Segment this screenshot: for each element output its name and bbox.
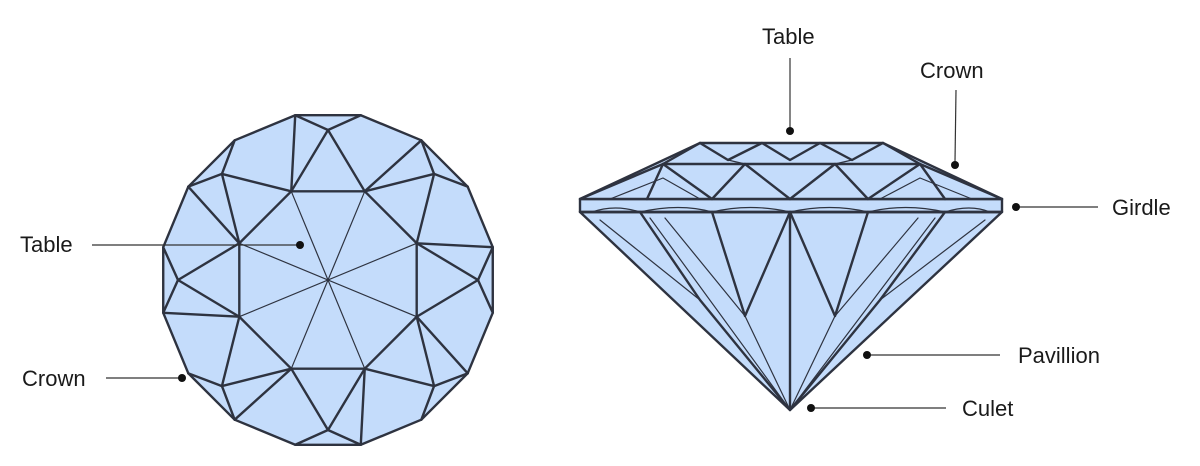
- upper-girdle-edge: [187, 372, 224, 388]
- bezel-facet-edge: [290, 114, 297, 193]
- table-edge: [363, 315, 418, 370]
- upper-girdle-edge: [420, 384, 436, 421]
- pavilion-facets: [599, 210, 986, 412]
- upper-girdle-edge: [187, 172, 224, 188]
- star-facet-edge: [220, 172, 241, 245]
- side-table-label: Table: [762, 24, 815, 49]
- girdle-band: [578, 197, 1004, 214]
- upper-girdle-edge: [220, 384, 236, 421]
- upper-girdle-edge: [294, 428, 330, 446]
- side-girdle-dot: [1012, 203, 1020, 211]
- side-table-dot: [786, 127, 794, 135]
- diamond-top-view: [162, 114, 494, 446]
- star-facet-edge: [415, 172, 436, 245]
- bezel-facet-edge: [162, 311, 241, 318]
- bezel-facet-edge: [415, 315, 469, 375]
- star-facet-edge: [220, 172, 293, 193]
- top-table-dot: [296, 241, 304, 249]
- top-crown-label: Crown: [22, 366, 86, 391]
- star-facet-edge: [415, 315, 436, 388]
- upper-girdle-edge: [162, 246, 180, 282]
- star-facet-edge: [176, 278, 241, 318]
- table-edge: [238, 315, 293, 370]
- star-facet-edge: [220, 367, 293, 388]
- side-pavillion-dot: [863, 351, 871, 359]
- side-culet-label: Culet: [962, 396, 1013, 421]
- bezel-facet-edge: [359, 367, 366, 446]
- star-facet-edge: [326, 128, 366, 193]
- table-edge: [363, 190, 418, 245]
- table-edge: [238, 190, 293, 245]
- upper-girdle-edge: [326, 428, 362, 446]
- labels: Table Crown Table Crown Girdle Pavillion…: [20, 24, 1171, 421]
- top-view-facets: [162, 114, 494, 446]
- upper-girdle-edge: [326, 114, 362, 132]
- bezel-facet-edge: [187, 185, 241, 245]
- side-crown-leader: [954, 89, 957, 163]
- star-facet-edge: [326, 367, 366, 432]
- star-facet-edge: [220, 315, 241, 388]
- star-facet-edge: [290, 367, 330, 432]
- upper-girdle-edge: [432, 372, 469, 388]
- crown-facets: [578, 141, 1004, 201]
- top-table-label: Table: [20, 232, 73, 257]
- side-culet-dot: [807, 404, 815, 412]
- upper-girdle-edge: [432, 172, 469, 188]
- star-facet-edge: [363, 172, 436, 193]
- top-crown-dot: [178, 374, 186, 382]
- upper-girdle-edge: [420, 139, 436, 176]
- diamond-side-view: [578, 141, 1004, 412]
- star-facet-edge: [415, 278, 480, 318]
- star-facet-edge: [176, 242, 241, 282]
- table-construction-line: [290, 190, 366, 370]
- upper-girdle-edge: [476, 246, 494, 282]
- upper-girdle-edge: [294, 114, 330, 132]
- side-crown-dot: [951, 161, 959, 169]
- bezel-facet-edge: [363, 139, 423, 193]
- star-facet-edge: [415, 242, 480, 282]
- star-facet-edge: [290, 128, 330, 193]
- bezel-facet-edge: [233, 367, 293, 421]
- side-crown-label: Crown: [920, 58, 984, 83]
- star-facet-edge: [363, 367, 436, 388]
- upper-girdle-edge: [220, 139, 236, 176]
- upper-girdle-edge: [162, 278, 180, 314]
- side-girdle-label: Girdle: [1112, 195, 1171, 220]
- callouts: [92, 58, 1098, 412]
- upper-girdle-edge: [476, 278, 494, 314]
- side-pavillion-label: Pavillion: [1018, 343, 1100, 368]
- bezel-facet-edge: [415, 242, 494, 249]
